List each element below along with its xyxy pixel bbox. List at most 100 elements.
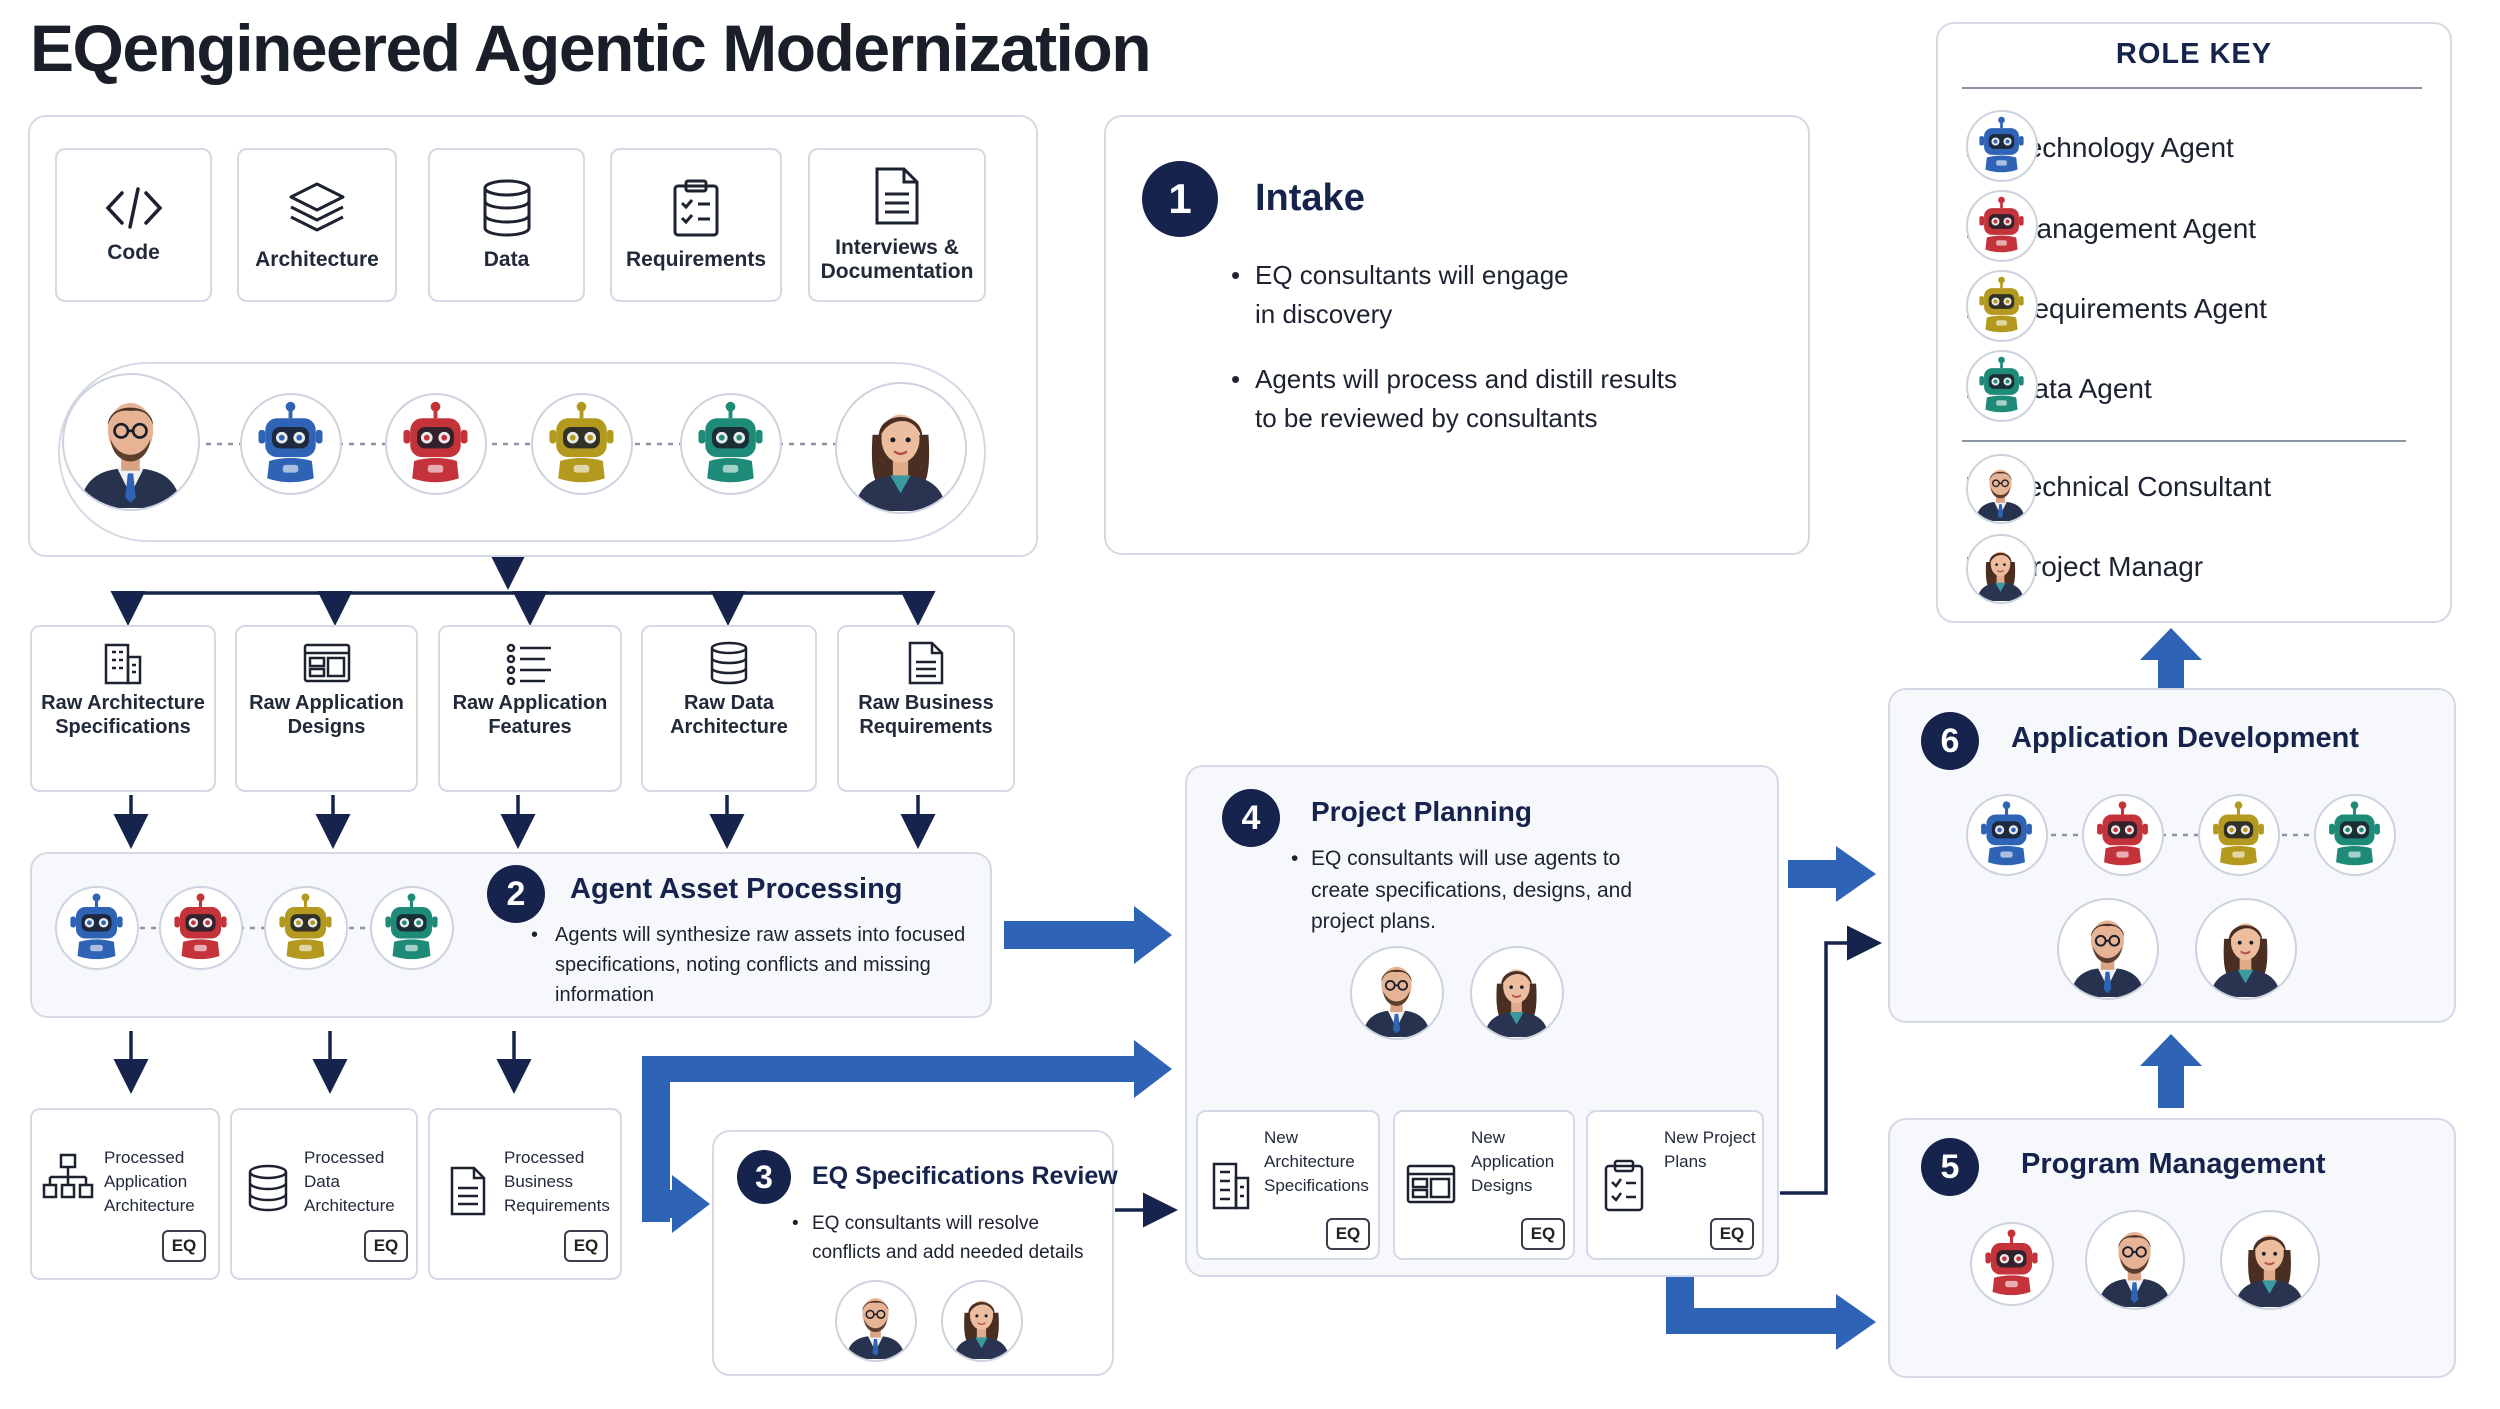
- app-window-icon: [303, 643, 350, 683]
- eq-badge: EQ: [1710, 1218, 1754, 1250]
- input-label: Architecture: [255, 248, 379, 271]
- building-icon: [104, 643, 142, 685]
- document-icon: [450, 1166, 486, 1216]
- raw-asset-label: Raw Application Designs: [249, 692, 404, 738]
- database-icon: [248, 1164, 288, 1212]
- new-asset-tile: New Architecture Specifications EQ: [1196, 1110, 1380, 1260]
- document-icon: [875, 167, 919, 225]
- raw-asset-tile: Raw Architecture Specifications: [30, 625, 216, 792]
- input-tile-code: Code: [55, 148, 212, 302]
- step2-bullet: •Agents will synthesize raw assets into …: [531, 924, 966, 1006]
- step2-number-badge: 2: [487, 865, 545, 923]
- building-icon: [1212, 1162, 1250, 1210]
- technology-agent-icon: [1966, 794, 2048, 876]
- project-manager-avatar: [835, 382, 967, 514]
- input-label: Code: [107, 241, 160, 264]
- new-asset-tile: New Project Plans EQ: [1586, 1110, 1764, 1260]
- raw-asset-tile: Raw Application Features: [438, 625, 622, 792]
- step1-number-badge: 1: [1142, 161, 1218, 237]
- eq-badge: EQ: [1521, 1218, 1565, 1250]
- management-agent-icon: [1970, 1222, 2054, 1306]
- processed-asset-label: Processed Business Requirements: [504, 1148, 610, 1215]
- raw-asset-tile: Raw Application Designs: [235, 625, 418, 792]
- input-label: Requirements: [625, 248, 767, 271]
- processed-asset-tile: Processed Application Architecture EQ: [30, 1108, 220, 1280]
- raw-asset-label: Raw Architecture Specifications: [41, 692, 205, 738]
- page-title: EQengineered Agentic Modernization: [30, 11, 1152, 85]
- technology-agent-key-icon: [1966, 110, 2038, 182]
- technical-consultant-avatar: [2057, 898, 2159, 1000]
- project-manager-avatar: [941, 1280, 1023, 1362]
- step3-bullet: •EQ consultants will resolve conflicts a…: [792, 1213, 1084, 1263]
- step5-title: Program Management: [2021, 1148, 2326, 1180]
- input-label: Data: [483, 248, 530, 271]
- technical-consultant-avatar: [2085, 1210, 2185, 1310]
- raw-asset-label: Raw Application Features: [452, 692, 608, 738]
- step4-bullet: •EQ consultants will use agents to creat…: [1291, 847, 1633, 933]
- raw-asset-label: Raw Data Architecture: [670, 692, 788, 738]
- list-icon: [506, 643, 551, 685]
- project-manager-avatar: [1470, 946, 1564, 1040]
- step6-dots: [2040, 833, 2360, 837]
- management-agent-key-icon: [1966, 190, 2038, 262]
- input-tile-architecture: Architecture: [237, 148, 397, 302]
- step1-bullet: •Agents will process and distill results…: [1231, 364, 1677, 433]
- code-icon: [105, 187, 162, 229]
- management-agent-icon: [2082, 794, 2164, 876]
- new-asset-label: New Architecture Specifications: [1264, 1128, 1369, 1195]
- project-manager-key-icon: [1966, 534, 2036, 604]
- project-manager-avatar: [2220, 1210, 2320, 1310]
- eq-badge: EQ: [1326, 1218, 1370, 1250]
- technology-agent-icon: [55, 886, 139, 970]
- raw-asset-label: Raw Business Requirements: [858, 692, 994, 738]
- database-icon: [710, 641, 748, 685]
- input-label: Interviews & Documentation: [820, 236, 974, 283]
- eq-badge: EQ: [564, 1230, 608, 1262]
- step1-panel: [1104, 115, 1810, 555]
- app-window-icon: [1406, 1164, 1456, 1204]
- database-icon: [483, 179, 530, 237]
- processed-asset-tile: Processed Business Requirements EQ: [428, 1108, 622, 1280]
- step4-number-badge: 4: [1222, 789, 1280, 847]
- step6-number-badge: 6: [1921, 712, 1979, 770]
- technical-consultant-avatar: [62, 373, 200, 511]
- hierarchy-icon: [42, 1153, 94, 1199]
- input-tile-requirements: Requirements: [610, 148, 782, 302]
- requirements-agent-icon: [2198, 794, 2280, 876]
- step4-title: Project Planning: [1311, 796, 1532, 827]
- step1-title: Intake: [1255, 177, 1365, 219]
- data-agent-key-icon: [1966, 350, 2038, 422]
- technical-consultant-key-icon: [1966, 454, 2036, 524]
- raw-asset-tile: Raw Business Requirements: [837, 625, 1015, 792]
- new-asset-tile: New Application Designs EQ: [1393, 1110, 1575, 1260]
- role-key-divider: [1962, 87, 2422, 89]
- processed-asset-label: Processed Data Architecture: [304, 1148, 395, 1215]
- step6-title: Application Development: [2011, 722, 2360, 754]
- step3-number-badge: 3: [737, 1150, 791, 1204]
- management-agent-icon: [159, 886, 243, 970]
- technical-consultant-avatar: [1350, 946, 1444, 1040]
- data-agent-icon: [370, 886, 454, 970]
- processed-asset-label: Processed Application Architecture: [104, 1148, 195, 1215]
- requirements-agent-key-icon: [1966, 270, 2038, 342]
- processed-asset-tile: Processed Data Architecture EQ: [230, 1108, 418, 1280]
- role-key-title: ROLE KEY: [2115, 38, 2273, 70]
- role-key-divider: [1962, 440, 2406, 442]
- clipboard-icon: [673, 179, 719, 237]
- eq-badge: EQ: [364, 1230, 408, 1262]
- data-agent-icon: [680, 393, 782, 495]
- requirements-agent-icon: [264, 886, 348, 970]
- eq-badge: EQ: [162, 1230, 206, 1262]
- step2-title: Agent Asset Processing: [570, 873, 903, 905]
- new-asset-label: New Project Plans: [1664, 1128, 1756, 1171]
- step1-bullet: •EQ consultants will engage in discovery: [1231, 260, 1569, 329]
- step5-number-badge: 5: [1921, 1138, 1979, 1196]
- requirements-agent-icon: [531, 393, 633, 495]
- document-icon: [908, 641, 944, 685]
- step3-title: EQ Specifications Review: [812, 1162, 1118, 1190]
- raw-asset-tile: Raw Data Architecture: [641, 625, 817, 792]
- project-manager-avatar: [2195, 898, 2297, 1000]
- team-strip-dots: [195, 442, 836, 446]
- technical-consultant-avatar: [835, 1280, 917, 1362]
- input-tile-interviews: Interviews & Documentation: [808, 148, 986, 302]
